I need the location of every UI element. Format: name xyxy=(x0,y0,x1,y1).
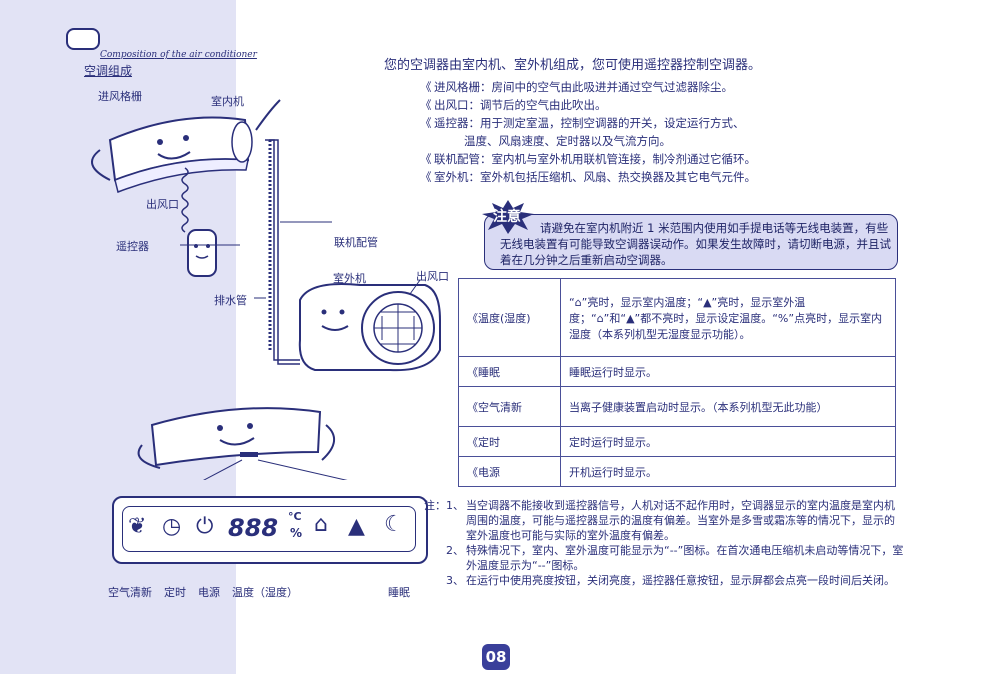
list-item: 《出风口：调节后的空气由此吹出。 xyxy=(420,98,607,112)
remote-drawing xyxy=(187,229,217,277)
footnotes: 注：1、当空调器不能接收到遥控器信号，人机对话不起作用时，空调器显示的室内温度是… xyxy=(424,498,904,588)
label-air-clean: 空气清新 xyxy=(108,586,152,599)
display-window xyxy=(122,506,416,552)
label-indoor-unit: 室内机 xyxy=(211,95,244,108)
status-table: 《温度(湿度)“⌂”亮时，显示室内温度；“▲”亮时，显示室外温度；“⌂”和“▲”… xyxy=(458,278,896,487)
section-title: 空调组成 xyxy=(84,64,133,78)
list-item: 《联机配管：室内机与室外机用联机管连接，制冷剂通过它循环。 xyxy=(420,152,756,166)
intro-text: 您的空调器由室内机、室外机组成，您可使用遥控器控制空调器。 xyxy=(384,58,762,73)
list-item: 《遥控器：用于测定室温，控制空调器的开关，设定运行方式、 xyxy=(420,116,745,130)
footnote-item: 注：1、当空调器不能接收到遥控器信号，人机对话不起作用时，空调器显示的室内温度是… xyxy=(424,499,895,542)
notice-text: 请避免在室内机附近 1 米范围内使用如手提电话等无线电装置，有些无线电装置有可能… xyxy=(500,221,891,267)
label-intake-grille: 进风格栅 xyxy=(98,90,142,103)
footnote-item: 3、在运行中使用亮度按钮，关闭亮度，遥控器任意按钮，显示屏都会点亮一段时间后关闭… xyxy=(446,574,895,587)
table-row: 《电源开机运行时显示。 xyxy=(458,456,896,487)
label-timer: 定时 xyxy=(164,586,186,599)
clock-icon: ◷ xyxy=(162,514,182,539)
list-item: 温度、风扇速度、定时器以及气流方向。 xyxy=(464,134,671,148)
cell-desc: “⌂”亮时，显示室内温度；“▲”亮时，显示室外温度；“⌂”和“▲”都不亮时，显示… xyxy=(560,278,896,357)
label-power: 电源 xyxy=(198,586,220,599)
leaf-icon: ❦ xyxy=(128,514,147,539)
label-outlet: 出风口 xyxy=(146,198,179,211)
outdoor-unit-drawing xyxy=(298,283,441,372)
page-number: 08 xyxy=(482,644,510,670)
notice-burst-icon xyxy=(482,200,534,234)
moon-icon: ☾ xyxy=(384,512,404,537)
unit-diagram xyxy=(91,99,441,480)
indoor-unit-drawing xyxy=(91,99,281,194)
notice-box xyxy=(484,214,898,270)
list-item: 《进风格栅：房间中的空气由此吸进并通过空气过滤器除尘。 xyxy=(420,80,733,94)
table-row: 《空气清新当离子健康装置启动时显示。（本系列机型无此功能） xyxy=(458,386,896,427)
label-remote: 遥控器 xyxy=(116,240,149,253)
section-subtitle: Composition of the air conditioner xyxy=(100,50,257,60)
temp-digits: 888 xyxy=(228,514,279,542)
label-drain: 排水管 xyxy=(214,294,247,307)
label-pipe: 联机配管 xyxy=(334,236,378,249)
table-row: 《定时定时运行时显示。 xyxy=(458,426,896,457)
parts-list: 《进风格栅：房间中的空气由此吸进并通过空气过滤器除尘。 《出风口：调节后的空气由… xyxy=(420,78,756,186)
power-icon: ⏻ xyxy=(196,514,214,539)
label-sleep: 睡眠 xyxy=(388,586,410,599)
indoor-unit-display-drawing xyxy=(137,407,335,469)
table-row: 《温度(湿度)“⌂”亮时，显示室内温度；“▲”亮时，显示室外温度；“⌂”和“▲”… xyxy=(458,278,896,357)
label-temp: 温度（湿度） xyxy=(232,586,298,599)
air-conditioner-icon xyxy=(66,28,100,50)
indoor-house-icon: ⌂ xyxy=(314,512,328,537)
display-panel xyxy=(112,496,428,564)
label-outdoor-outlet: 出风口 xyxy=(416,270,449,283)
table-row: 《睡眠睡眠运行时显示。 xyxy=(458,356,896,387)
celsius-unit: °C xyxy=(288,510,302,523)
footnote-item: 2、特殊情况下，室内、室外温度可能显示为“--”图标。在首次通电压缩机未启动等情… xyxy=(446,544,904,572)
list-item: 《室外机：室外机包括压缩机、风扇、热交换器及其它电气元件。 xyxy=(420,170,756,184)
percent-unit: % xyxy=(290,526,303,540)
label-outdoor-unit: 室外机 xyxy=(333,272,366,285)
outdoor-tree-icon: ▲ xyxy=(348,514,365,539)
notice-badge: 注意 xyxy=(493,209,521,225)
